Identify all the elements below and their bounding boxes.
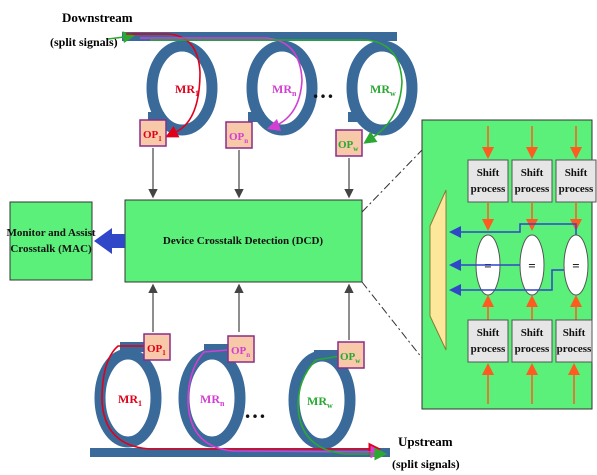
bottom-ellipsis: … bbox=[244, 398, 266, 423]
svg-text:Shift: Shift bbox=[563, 327, 586, 339]
comparator-2: = bbox=[519, 234, 545, 296]
svg-text:process: process bbox=[515, 183, 550, 195]
signal-path-green-bottom bbox=[297, 355, 388, 461]
svg-text:process: process bbox=[471, 183, 506, 195]
mr-label-top-1: MR1 bbox=[175, 82, 199, 98]
zoom-line-bottom bbox=[361, 281, 423, 359]
shift-box-top-1: Shift process bbox=[467, 159, 509, 203]
op-box-bottom-n: OPn bbox=[227, 335, 255, 363]
signal-path-green-top bbox=[150, 39, 403, 144]
signal-path-red-bottom bbox=[101, 345, 382, 456]
svg-text:Shift: Shift bbox=[565, 167, 588, 179]
mr-label-top-n: MRn bbox=[272, 82, 297, 98]
mac-label-line1: Monitor and Assist bbox=[6, 227, 95, 239]
svg-text:process: process bbox=[557, 343, 592, 355]
upstream-label: Upstream bbox=[398, 434, 453, 449]
shift-box-bottom-2: Shift process bbox=[511, 319, 553, 363]
signal-path-red-top bbox=[132, 33, 201, 138]
svg-text:Shift: Shift bbox=[521, 327, 544, 339]
shift-box-bottom-1: Shift process bbox=[467, 319, 509, 363]
zoom-line-top bbox=[361, 149, 423, 213]
top-waveguide bbox=[122, 32, 397, 41]
top-ellipsis: … bbox=[312, 78, 334, 103]
op-box-top-w: OPw bbox=[335, 129, 363, 157]
svg-text:OPw: OPw bbox=[340, 351, 361, 365]
svg-text:=: = bbox=[528, 258, 535, 273]
svg-text:Shift: Shift bbox=[477, 327, 500, 339]
mr-label-top-w: MRw bbox=[370, 82, 396, 98]
svg-text:Shift: Shift bbox=[477, 167, 500, 179]
svg-text:OPn: OPn bbox=[229, 131, 248, 145]
svg-text:OP1: OP1 bbox=[147, 343, 166, 357]
mac-label-line2: Crosstalk (MAC) bbox=[10, 243, 92, 255]
svg-text:process: process bbox=[559, 183, 594, 195]
downstream-split-label: (split signals) bbox=[50, 35, 118, 49]
detail-mux-trapezoid bbox=[429, 189, 447, 351]
bottom-waveguide bbox=[90, 448, 390, 457]
mac-box bbox=[9, 201, 93, 281]
blue-arrow-cmp3 bbox=[449, 223, 577, 238]
top-ring-n bbox=[246, 40, 318, 136]
op-box-bottom-w: OPw bbox=[337, 341, 365, 369]
bottom-ring-n bbox=[178, 344, 246, 448]
mr-label-bottom-w: MRw bbox=[307, 394, 333, 410]
svg-text:process: process bbox=[515, 343, 550, 355]
dcd-label: Device Crosstalk Detection (DCD) bbox=[163, 235, 324, 247]
mr-label-bottom-1: MR1 bbox=[118, 392, 142, 408]
op-box-top-1: OP1 bbox=[139, 119, 167, 147]
shift-box-bottom-3: Shift process bbox=[555, 319, 593, 363]
comparator-3: = bbox=[563, 234, 589, 296]
svg-text:=: = bbox=[572, 258, 579, 273]
svg-text:OPn: OPn bbox=[231, 345, 250, 359]
upstream-split-label: (split signals) bbox=[392, 457, 460, 471]
dcd-box bbox=[124, 199, 363, 283]
svg-text:process: process bbox=[471, 343, 506, 355]
bottom-ring-w bbox=[288, 350, 356, 450]
downstream-label: Downstream bbox=[62, 10, 133, 25]
op-box-bottom-1: OP1 bbox=[143, 333, 171, 361]
dcd-to-mac-arrow bbox=[94, 228, 125, 254]
bottom-ring-1 bbox=[94, 342, 162, 448]
shift-box-top-2: Shift process bbox=[511, 159, 553, 203]
shift-box-top-3: Shift process bbox=[555, 159, 597, 203]
mr-label-bottom-n: MRn bbox=[200, 392, 225, 408]
svg-text:OP1: OP1 bbox=[143, 129, 162, 143]
top-ring-1 bbox=[146, 40, 218, 136]
blue-arrow-cmp1 bbox=[449, 269, 564, 296]
svg-text:Shift: Shift bbox=[521, 167, 544, 179]
signal-path-magenta-bottom bbox=[187, 349, 384, 459]
down-input-arrow-green bbox=[107, 31, 135, 44]
op-box-top-n: OPn bbox=[225, 121, 253, 149]
svg-text:OPw: OPw bbox=[338, 139, 359, 153]
